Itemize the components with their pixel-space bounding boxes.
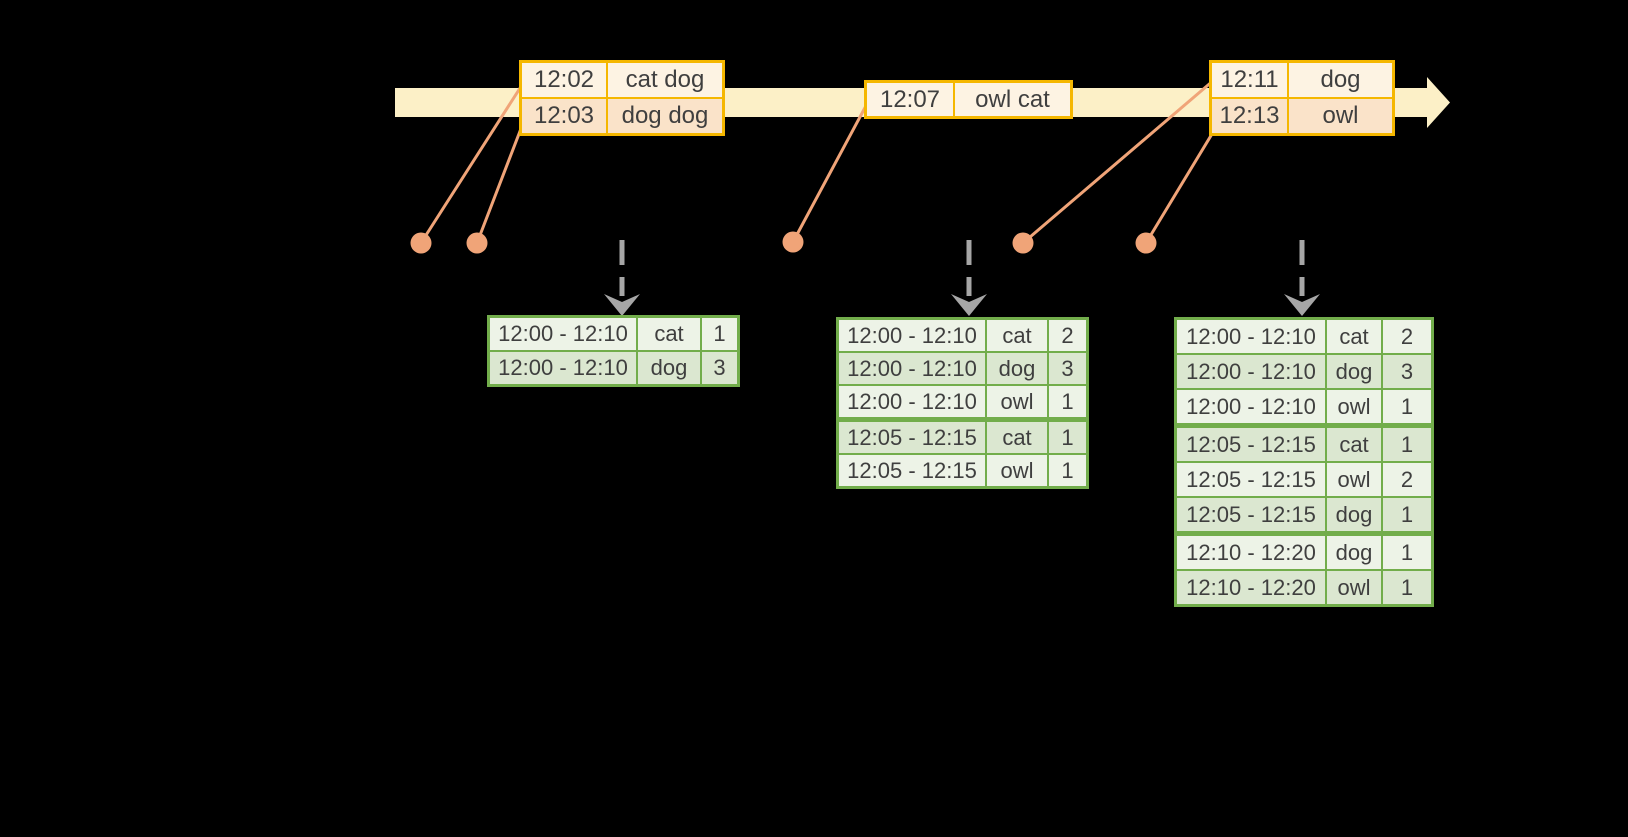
window-cell: 12:05 - 12:15 (836, 453, 987, 489)
count-cell: 1 (1047, 417, 1089, 455)
event-words-cell: owl cat (953, 80, 1073, 119)
window-cell: 12:00 - 12:10 (836, 351, 987, 386)
event-table-2: 12:07 owl cat (864, 80, 1073, 119)
event-dot-icon (466, 232, 488, 254)
window-cell: 12:05 - 12:15 (836, 417, 987, 455)
word-cell: cat (985, 317, 1049, 353)
count-cell: 1 (1381, 569, 1434, 607)
down-arrow-icon (951, 294, 987, 316)
event-words-cell: dog dog (606, 97, 725, 136)
count-cell: 2 (1381, 317, 1434, 355)
event-time-cell: 12:02 (519, 60, 608, 99)
connector-line (475, 124, 524, 245)
window-cell: 12:05 - 12:15 (1174, 496, 1327, 535)
event-row: 12:11 dog (1209, 60, 1395, 99)
word-cell: owl (1325, 569, 1383, 607)
result-row: 12:00 - 12:10 cat 1 (487, 315, 740, 352)
word-cell: cat (1325, 317, 1383, 355)
event-row: 12:07 owl cat (864, 80, 1073, 119)
result-row: 12:05 - 12:15 cat 1 (836, 417, 1089, 455)
result-row: 12:05 - 12:15 dog 1 (1174, 496, 1434, 535)
connector-line (419, 83, 524, 245)
count-cell: 1 (1381, 496, 1434, 535)
event-dot-icon (1012, 232, 1034, 254)
result-row: 12:05 - 12:15 owl 2 (1174, 461, 1434, 498)
connector-line (1021, 78, 1216, 245)
event-time-cell: 12:11 (1209, 60, 1289, 99)
window-cell: 12:00 - 12:10 (836, 384, 987, 421)
result-row: 12:00 - 12:10 owl 1 (836, 384, 1089, 421)
window-cell: 12:00 - 12:10 (836, 317, 987, 353)
result-row: 12:00 - 12:10 dog 3 (487, 350, 740, 387)
event-row: 12:03 dog dog (519, 97, 725, 136)
window-cell: 12:00 - 12:10 (1174, 353, 1327, 390)
event-table-1: 12:02 cat dog 12:03 dog dog (519, 60, 725, 136)
connector-line (791, 100, 870, 244)
result-table-3: 12:00 - 12:10 cat 2 12:00 - 12:10 dog 3 … (1174, 317, 1434, 607)
down-arrow-icon (1284, 294, 1320, 316)
count-cell: 1 (1381, 531, 1434, 571)
word-cell: cat (636, 315, 702, 352)
result-row: 12:00 - 12:10 dog 3 (1174, 353, 1434, 390)
result-row: 12:05 - 12:15 cat 1 (1174, 423, 1434, 463)
count-cell: 2 (1047, 317, 1089, 353)
window-cell: 12:05 - 12:15 (1174, 461, 1327, 498)
result-row: 12:10 - 12:20 dog 1 (1174, 531, 1434, 571)
event-dot-icon (782, 231, 804, 253)
window-cell: 12:00 - 12:10 (1174, 388, 1327, 427)
count-cell: 2 (1381, 461, 1434, 498)
count-cell: 1 (1381, 388, 1434, 427)
count-cell: 3 (1381, 353, 1434, 390)
event-markers (410, 231, 1157, 254)
word-cell: cat (1325, 423, 1383, 463)
event-dot-icon (1135, 232, 1157, 254)
event-dot-icon (410, 232, 432, 254)
result-row: 12:10 - 12:20 owl 1 (1174, 569, 1434, 607)
window-cell: 12:00 - 12:10 (487, 350, 638, 387)
window-cell: 12:05 - 12:15 (1174, 423, 1327, 463)
window-cell: 12:10 - 12:20 (1174, 569, 1327, 607)
result-row: 12:00 - 12:10 cat 2 (1174, 317, 1434, 355)
count-cell: 3 (1047, 351, 1089, 386)
event-time-cell: 12:13 (1209, 97, 1289, 136)
event-table-3: 12:11 dog 12:13 owl (1209, 60, 1395, 136)
word-cell: dog (1325, 353, 1383, 390)
connector-line (1144, 122, 1220, 245)
trigger-arrows (604, 240, 1320, 316)
event-row: 12:13 owl (1209, 97, 1395, 136)
word-cell: dog (1325, 496, 1383, 535)
count-cell: 1 (1047, 453, 1089, 489)
count-cell: 3 (700, 350, 740, 387)
result-table-2: 12:00 - 12:10 cat 2 12:00 - 12:10 dog 3 … (836, 317, 1089, 489)
word-cell: dog (985, 351, 1049, 386)
window-cell: 12:10 - 12:20 (1174, 531, 1327, 571)
result-row: 12:00 - 12:10 cat 2 (836, 317, 1089, 353)
window-cell: 12:00 - 12:10 (487, 315, 638, 352)
word-cell: owl (1325, 388, 1383, 427)
count-cell: 1 (1047, 384, 1089, 421)
down-arrow-icon (604, 294, 640, 316)
result-row: 12:00 - 12:10 dog 3 (836, 351, 1089, 386)
event-time-cell: 12:03 (519, 97, 608, 136)
result-table-1: 12:00 - 12:10 cat 1 12:00 - 12:10 dog 3 (487, 315, 740, 387)
word-cell: dog (1325, 531, 1383, 571)
event-words-cell: dog (1287, 60, 1395, 99)
event-words-cell: owl (1287, 97, 1395, 136)
timeline-right-arrow-icon (1427, 77, 1450, 128)
count-cell: 1 (700, 315, 740, 352)
count-cell: 1 (1381, 423, 1434, 463)
event-words-cell: cat dog (606, 60, 725, 99)
event-time-cell: 12:07 (864, 80, 955, 119)
word-cell: owl (985, 384, 1049, 421)
result-row: 12:05 - 12:15 owl 1 (836, 453, 1089, 489)
word-cell: owl (985, 453, 1049, 489)
event-connector-lines (419, 78, 1220, 245)
event-row: 12:02 cat dog (519, 60, 725, 99)
word-cell: dog (636, 350, 702, 387)
window-cell: 12:00 - 12:10 (1174, 317, 1327, 355)
result-row: 12:00 - 12:10 owl 1 (1174, 388, 1434, 427)
word-cell: cat (985, 417, 1049, 455)
word-cell: owl (1325, 461, 1383, 498)
